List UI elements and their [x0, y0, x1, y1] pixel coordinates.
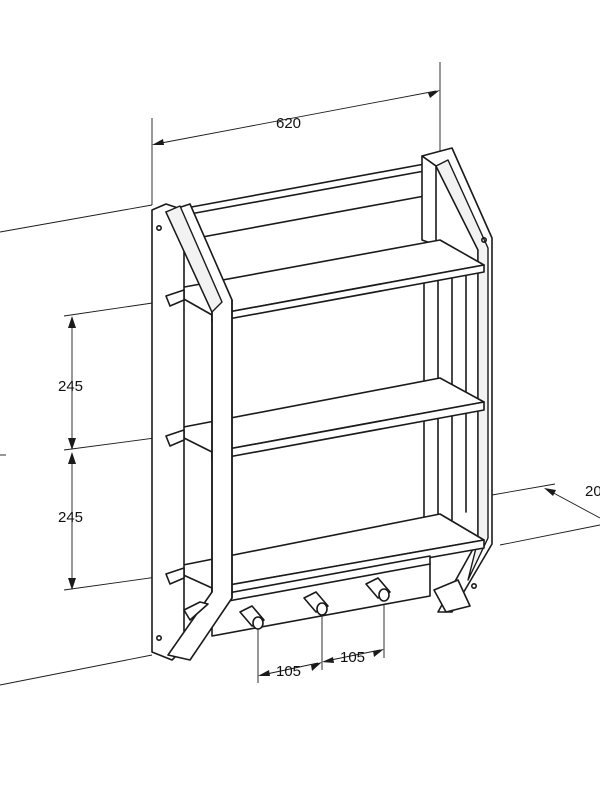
- peg-spacing-left-label: 105: [276, 663, 301, 680]
- peg-left: [239, 605, 265, 630]
- depth-dimension-label: 20: [585, 483, 600, 500]
- peg-spacing-right-label: 105: [340, 649, 365, 666]
- wall-reference-lines: [0, 204, 153, 686]
- peg-spacing-dimension: 105 105: [257, 598, 385, 683]
- depth-dimension: 20: [491, 483, 600, 546]
- top-shelf: [167, 239, 485, 323]
- bottom-shelf: [167, 513, 485, 597]
- width-dimension: 620: [151, 62, 441, 205]
- right-side-frame: [421, 147, 493, 613]
- left-side-frame: [151, 203, 233, 661]
- peg-right: [365, 577, 391, 602]
- peg-middle: [303, 591, 329, 616]
- middle-shelf: [167, 377, 485, 461]
- shelf-spacing-lower-label: 245: [58, 509, 83, 526]
- width-dimension-label: 620: [276, 115, 301, 132]
- back-top-rail: [185, 162, 431, 241]
- shelf-spacing-dimensions: 245 245: [58, 295, 201, 591]
- shelf-spacing-upper-label: 245: [58, 378, 83, 395]
